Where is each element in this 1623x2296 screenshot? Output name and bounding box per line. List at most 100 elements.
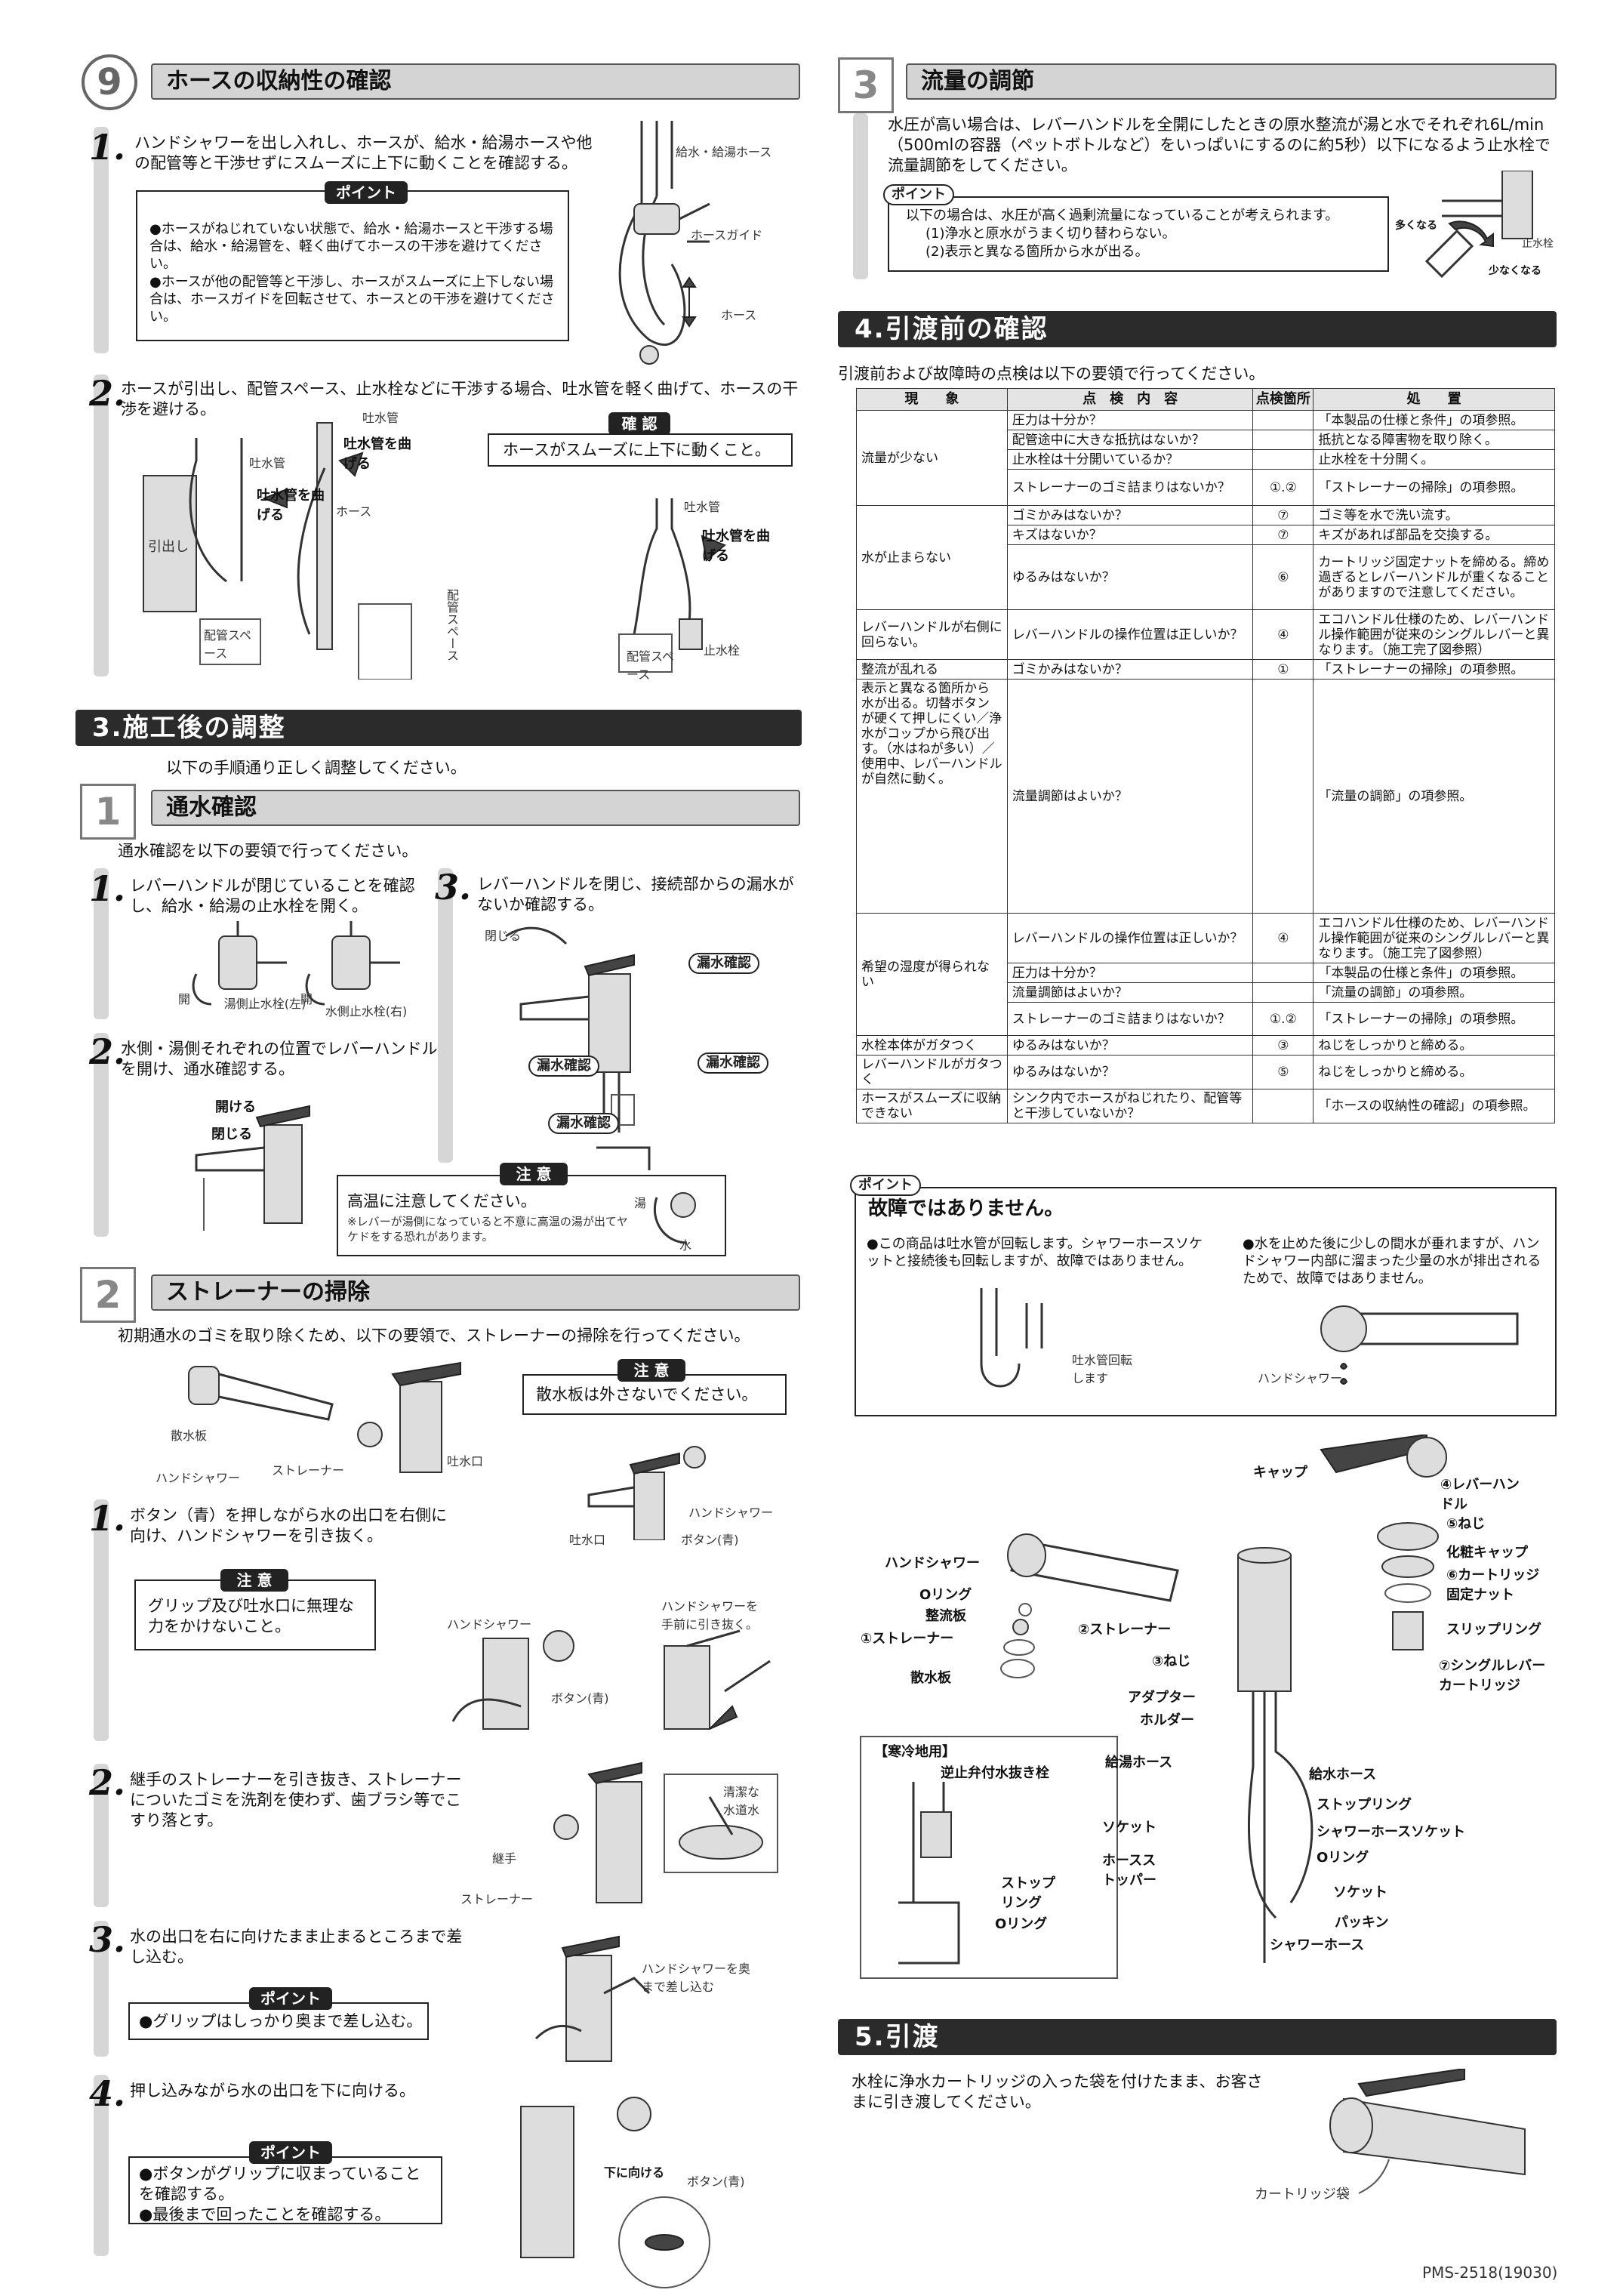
not-failure-box [855, 1187, 1557, 1416]
not-failure-left: ●この商品は吐水管が回転します。シャワーホースソケットと接続後も回転しますが、故… [867, 1236, 1203, 1269]
part-cartridge-nut: ⑥カートリッジ固定ナット [1446, 1567, 1540, 1603]
flow-adjust-text: 水圧が高い場合は、レバーハンドルを全開にしたときの原水整流が湯と水でそれぞれ6L… [888, 116, 1551, 174]
label-spout: 吐水管 [362, 411, 399, 425]
label-joint: 継手 [492, 1851, 517, 1866]
table-row: 止水栓は十分開いているか？ 止水栓を十分開く。 [857, 449, 1555, 470]
part-hot-hose: 給湯ホース [1105, 1755, 1173, 1771]
check-cell: 止水栓は十分開いているか？ [1006, 449, 1254, 470]
table-row: ゆるみはないか？ ⑥ カートリッジ固定ナットを締める。締め過ぎるとレバーハンドル… [857, 544, 1555, 610]
label-pull-forward: ハンドシャワーを手前に引き抜く。 [661, 1599, 759, 1632]
label-open: 開 [178, 992, 191, 1006]
column-header: 点検箇所 [1252, 388, 1314, 411]
part-socket-2: ソケット [1333, 1885, 1387, 1900]
label-spout: 吐水管 [249, 456, 286, 470]
step-bar [94, 1499, 109, 1741]
label-stopcock: 止水栓 [1522, 238, 1554, 250]
check-cell: 配管途中に大きな抵抗はないか？ [1006, 430, 1254, 450]
column-header: 点 検 内 容 [1006, 388, 1254, 411]
strainer-clean-illustration [553, 1761, 778, 1903]
label-button-blue: ボタン(青) [681, 1533, 739, 1547]
label-drawer: 引出し [148, 539, 189, 555]
subsection-intro: 通水確認を以下の要領で行ってください。 [118, 842, 418, 860]
point-label: ポイント [325, 181, 408, 204]
check-cell: ゴミかみはないか？ [1006, 659, 1254, 680]
part-screw-5: ⑤ねじ [1446, 1516, 1486, 1532]
label-hand-shower: ハンドシャワー [1258, 1371, 1343, 1385]
label-pipe-space: 配管スペース [627, 649, 674, 682]
location-cell [1252, 679, 1314, 914]
action-cell: 抵抗となる障害物を取り除く。 [1313, 430, 1555, 450]
location-cell: ①.② [1252, 469, 1314, 506]
label-button-blue: ボタン(青) [687, 2174, 745, 2189]
step-text: 押し込みながら水の出口を下に向ける。 [130, 2082, 415, 2100]
subsection-title: 流量の調節 [906, 63, 1557, 100]
action-cell: 「流量の調節」の項参照。 [1313, 679, 1555, 914]
table-row: 流量が少ない 圧力は十分か？ 「本製品の仕様と条件」の項参照。 [856, 410, 1555, 506]
label-less: 少なくなる [1489, 265, 1541, 277]
point-line: (1)浄水と原水がうまく切り替わらない。 [925, 226, 1176, 242]
action-cell: ねじをしっかりと締める。 [1313, 1055, 1555, 1089]
label-more: 多くなる [1395, 220, 1437, 232]
inspection-table: 現 象 点 検 内 容 点検箇所 処 置 流量が少ない 圧力は十分か？ 「本製品… [856, 388, 1555, 1123]
part-shower-hose: シャワーホース [1270, 1937, 1365, 1953]
caution-label: 注 意 [500, 1163, 568, 1185]
step-text: ホースが引出し、配管スペース、止水栓などに干渉する場合、吐水管を軽く曲げて、ホー… [121, 380, 799, 418]
location-cell: ⑥ [1252, 544, 1314, 610]
part-o-ring-3: Oリング [995, 1916, 1048, 1932]
part-sprinkle-plate: 散水板 [910, 1670, 951, 1686]
check-cell: ゆるみはないか？ [1006, 1035, 1254, 1056]
section-header: 4.引渡前の確認 [838, 311, 1557, 347]
part-cosmetic-cap: 化粧キャップ [1446, 1545, 1528, 1561]
phenomenon-cell: 水が止まらない [856, 505, 1008, 610]
step-bar [94, 2075, 109, 2256]
label-supply-hose: 給水・給湯ホース [676, 145, 772, 159]
label-cold: 水 [679, 1238, 692, 1253]
table-row: 配管途中に大きな抵抗はないか？ 抵抗となる障害物を取り除く。 [857, 430, 1555, 450]
step-bar [94, 127, 109, 353]
location-cell [1252, 410, 1314, 430]
label-close: 閉じる [485, 929, 522, 943]
confirm-box [488, 433, 793, 467]
caution-text: 高温に注意してください。 [347, 1192, 537, 1210]
check-cell: レバーハンドルの操作位置は正しいか？ [1006, 609, 1254, 660]
part-screw-3: ③ねじ [1152, 1653, 1191, 1669]
table-row: レバーハンドルが右側に回らない。 レバーハンドルの操作位置は正しいか？ ④ エコ… [856, 609, 1555, 660]
column-header: 処 置 [1313, 388, 1555, 411]
confirm-label: 確 認 [608, 412, 670, 435]
step-number: 2. [89, 1031, 126, 1072]
hot-cold-lever-icon [653, 1192, 696, 1244]
check-cell: ストレーナーのゴミ詰まりはないか？ [1006, 1002, 1254, 1036]
action-cell: エコハンドル仕様のため、レバーハンドル操作範囲が従来のシングルレバーと異なります… [1313, 609, 1555, 660]
phenomenon-cell: 整流が乱れる [856, 659, 1008, 680]
label-sprinkle-plate: 散水板 [171, 1428, 208, 1443]
rotating-spout-illustration [980, 1288, 1043, 1388]
label-spout: 吐水管 [684, 500, 721, 514]
step-text: 水の出口を右に向けたまま止まるところまで差し込む。 [130, 1928, 463, 1966]
check-cell: 流量調節はよいか？ [1006, 982, 1254, 1003]
part-o-ring-2: Oリング [1317, 1850, 1369, 1866]
label-turn-down: 下に向ける [604, 2165, 665, 2180]
label-strainer: ストレーナー [272, 1463, 345, 1478]
label-bend-spout: 吐水管を曲げる [702, 529, 770, 564]
label-close-lever: 閉じる [211, 1126, 252, 1142]
part-cold-hose: 給水ホース [1309, 1767, 1377, 1783]
label-hand-shower: ハンドシャワー [688, 1505, 774, 1520]
step-number: 4. [89, 2073, 126, 2114]
caution-text: 散水板は外さないでください。 [536, 1385, 758, 1404]
label-hose: ホース [336, 504, 372, 519]
check-cell: ゴミかみはないか？ [1006, 505, 1254, 525]
label-bend-spout: 吐水管を曲げる [257, 488, 325, 523]
leak-check-tag: 漏水確認 [698, 1052, 768, 1074]
table-row: ストレーナーのゴミ詰まりはないか？ ①.② 「ストレーナーの掃除」の項参照。 [857, 469, 1555, 506]
location-cell: ⑦ [1252, 525, 1314, 545]
step-bar [94, 1921, 109, 2057]
drawer-interference-illustration [143, 422, 412, 680]
not-failure-title: 故障ではありません。 [868, 1197, 1064, 1220]
location-cell [1252, 430, 1314, 450]
check-cell: ゆるみはないか？ [1006, 544, 1254, 610]
part-strainer-1: ①ストレーナー [861, 1631, 954, 1647]
stopcock-open-illustration [192, 921, 400, 1006]
part-adapter: アダプター [1128, 1690, 1196, 1706]
caution-note: ※レバーが湯側になっていると不意に高温の湯が出てヤケドをする恐れがあります。 [347, 1215, 628, 1244]
caution-label: 注 意 [220, 1569, 288, 1592]
